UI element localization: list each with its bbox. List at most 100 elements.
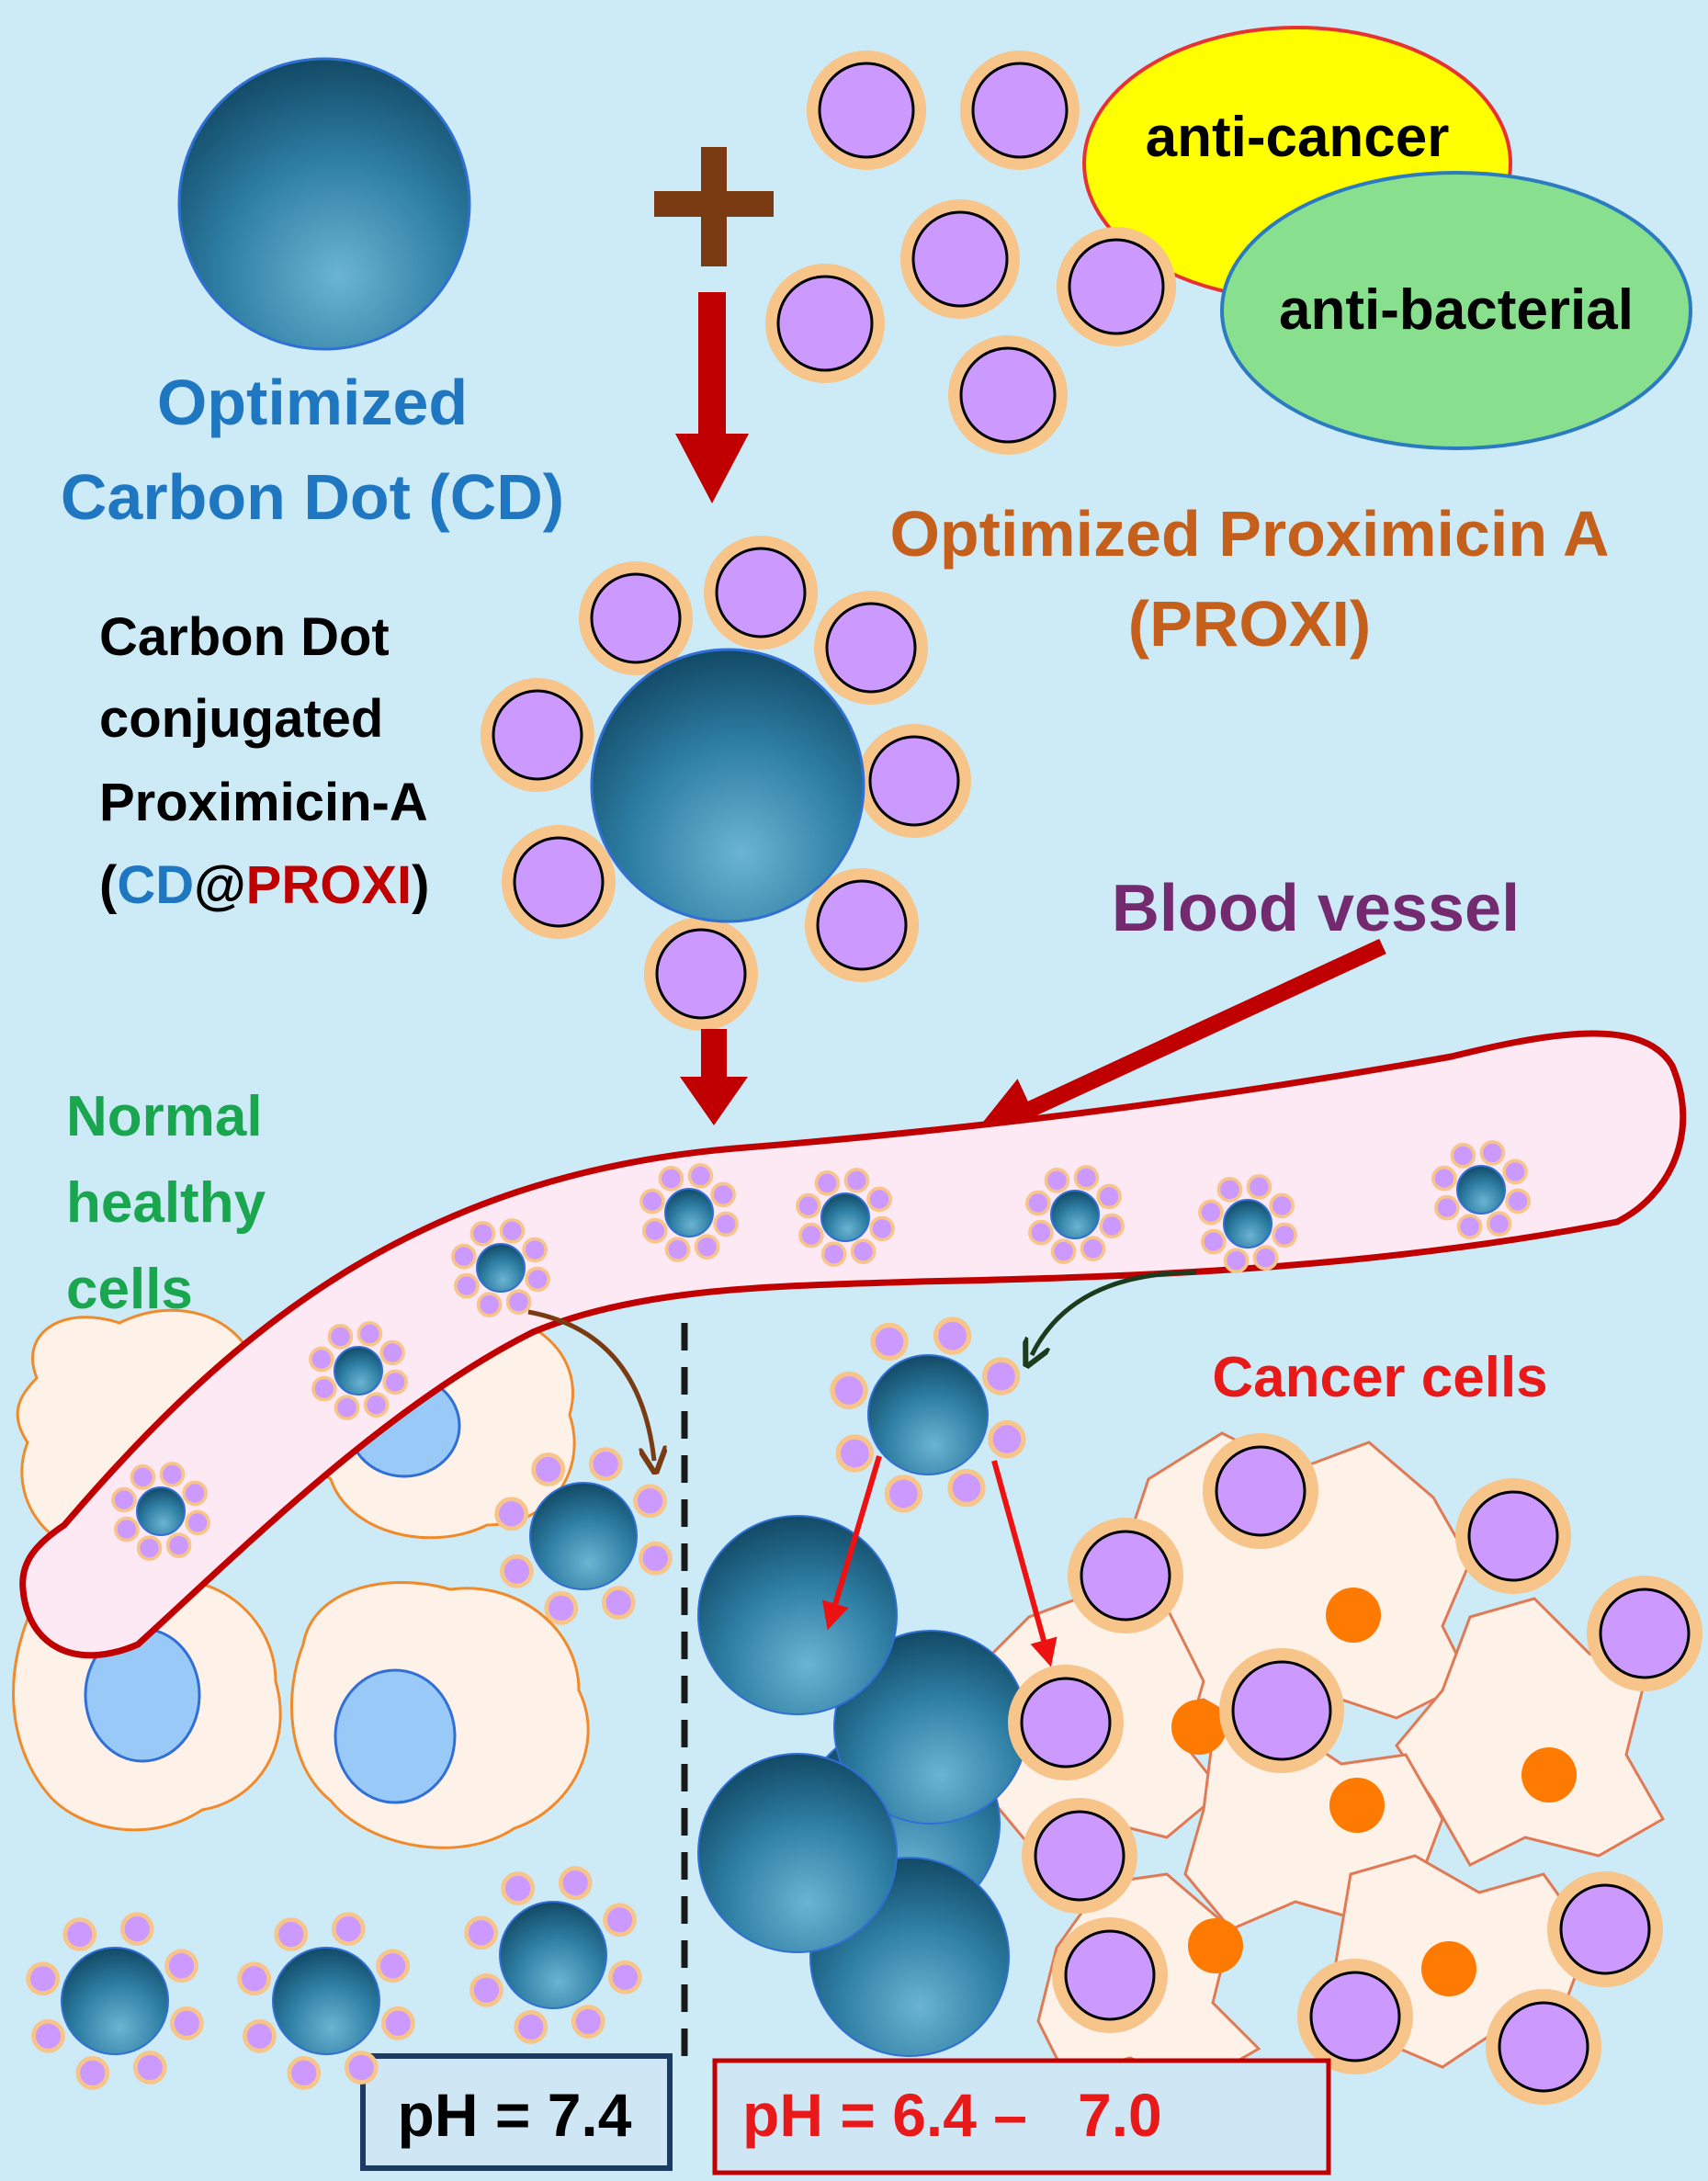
small-conjugates: [26, 1140, 1531, 2090]
proxi-molecule: [588, 1447, 623, 1482]
cancer-nucleus: [1521, 1747, 1577, 1802]
proxi-molecule: [451, 1243, 477, 1270]
proxi-molecule: [830, 1371, 868, 1410]
proxi-molecule: [165, 1532, 192, 1558]
proxi-molecule: [130, 1464, 156, 1490]
proxi-molecule: [119, 1912, 154, 1947]
proxi-molecule: [376, 1949, 410, 1983]
proxi-molecule: [884, 1475, 923, 1513]
proxi-molecule: [796, 1192, 821, 1219]
proxi-molecule: [1252, 1245, 1279, 1271]
proxi-molecule: [514, 2009, 549, 2044]
proxi-molecule: [382, 1369, 408, 1396]
proxi-molecule: [870, 1322, 909, 1362]
proxi-molecule: [694, 1234, 720, 1260]
proxi-molecule: [26, 1961, 61, 1996]
proxi-molecule: [1198, 1199, 1224, 1226]
proxi-molecule: [687, 1163, 714, 1189]
proxi-molecule: [664, 1237, 691, 1262]
proxi-molecule: [603, 1903, 637, 1938]
proxi-molecule: [62, 1917, 97, 1951]
proxi-molecule: [501, 1871, 536, 1905]
proxi-molecule: [464, 1915, 499, 1950]
cd-proxi-conjugate-small: [830, 1317, 1026, 1513]
plus-icon: [654, 147, 774, 266]
proxi-molecule: [334, 1395, 360, 1420]
proxi-molecule: [379, 1339, 405, 1366]
proxi-molecule: [1246, 1174, 1273, 1200]
carbon-dot: [272, 1947, 380, 2055]
cd-proxi-conjugate-small: [237, 1912, 415, 2090]
cd-proxi-conjugate-small: [796, 1168, 895, 1267]
proxi-molecule: [164, 1949, 198, 1983]
proxi-molecule: [494, 1497, 529, 1531]
proxi-on-cancer-cells: [1008, 1433, 1702, 2105]
proxi-molecule: [1502, 1158, 1528, 1185]
cancer-nucleus: [1326, 1588, 1381, 1643]
ph-normal-box: [360, 2053, 673, 2171]
cancer-nucleus: [1188, 1918, 1243, 1973]
nucleus: [334, 1668, 457, 1804]
carbon-dot: [136, 1486, 186, 1536]
carbon-dot: [664, 1188, 714, 1237]
proxi-molecule: [571, 2005, 605, 2039]
proxi-molecule: [1044, 1168, 1070, 1193]
proxi-molecule: [607, 1960, 642, 1995]
proxi-molecule: [500, 1554, 534, 1588]
proxi-molecule: [820, 1241, 847, 1267]
proxi-molecule: [1080, 1236, 1106, 1261]
paren-open: (: [99, 855, 118, 915]
proxi-molecule: [544, 1590, 579, 1625]
ph-cancer-label: pH = 6.4 – 7.0: [742, 2081, 1162, 2149]
cd-proxi-conjugate-small: [26, 1912, 204, 2090]
proxi-molecule: [499, 1218, 526, 1244]
proxi-molecule: [1028, 1219, 1054, 1246]
proxi-molecule: [274, 1917, 309, 1951]
proxi-molecule: [287, 2055, 322, 2090]
proxi-molecule: [185, 1509, 210, 1536]
blood-vessel-pointer-arrow: [971, 938, 1386, 1139]
cancer-cells-label: Cancer cells: [1212, 1346, 1547, 1409]
proxi-molecule: [947, 1468, 986, 1508]
proxi-molecule: [642, 1217, 668, 1244]
proxi-molecule: [1431, 1165, 1457, 1192]
proxi-molecule: [1272, 1222, 1297, 1249]
anti-bacterial-label: anti-bacterial: [1279, 278, 1634, 342]
proxi-molecule: [1073, 1165, 1100, 1191]
proxi-molecule: [1486, 1211, 1512, 1237]
proxi-molecule: [243, 2018, 277, 2053]
cd-proxi-conjugate: [481, 536, 971, 1031]
proxi-molecule: [505, 1289, 532, 1315]
cd-label-line2: Carbon Dot (CD): [61, 461, 564, 533]
cd-proxi-conjugate-small: [1431, 1140, 1531, 1239]
proxi-molecule: [132, 2051, 167, 2085]
proxi-molecule: [309, 1346, 334, 1373]
proxi-molecule: [31, 2018, 65, 2053]
proxi-molecules-free: [765, 51, 1176, 455]
ph-normal-label: pH = 7.4: [398, 2081, 632, 2149]
carbon-dot: [61, 1947, 169, 2055]
proxi-molecule: [814, 1170, 841, 1196]
anti-bacterial-ellipse: [1220, 171, 1692, 450]
curved-arrow-normal: [527, 1309, 654, 1461]
curved-arrow-cancer: [1032, 1270, 1197, 1355]
carbon-dot: [499, 1901, 607, 2009]
proxi-molecule: [1201, 1228, 1227, 1255]
ph-cancer-box: [712, 2058, 1331, 2175]
blood-vessel-label: Blood vessel: [1112, 872, 1520, 945]
proxi-molecule: [136, 1535, 163, 1561]
conjugate-label-line2: conjugated: [99, 689, 383, 749]
proxi-molecule: [1479, 1140, 1506, 1166]
carbon-dot-large: [177, 57, 471, 351]
release-arrow-left: [821, 1455, 882, 1631]
proxi-molecule: [866, 1186, 892, 1213]
cancer-nucleus: [1329, 1778, 1385, 1833]
normal-cells-label-line1: Normal: [66, 1085, 263, 1148]
cd-proxi-conjugate-small: [451, 1218, 550, 1317]
proxi-molecule: [988, 1419, 1026, 1459]
proxi-molecule: [311, 1375, 337, 1402]
cd-proxi-conjugate-small: [1025, 1165, 1125, 1264]
proxi-molecule: [522, 1237, 548, 1263]
proxi-molecule: [633, 1484, 667, 1519]
cd-proxi-conjugate-small: [494, 1447, 673, 1625]
